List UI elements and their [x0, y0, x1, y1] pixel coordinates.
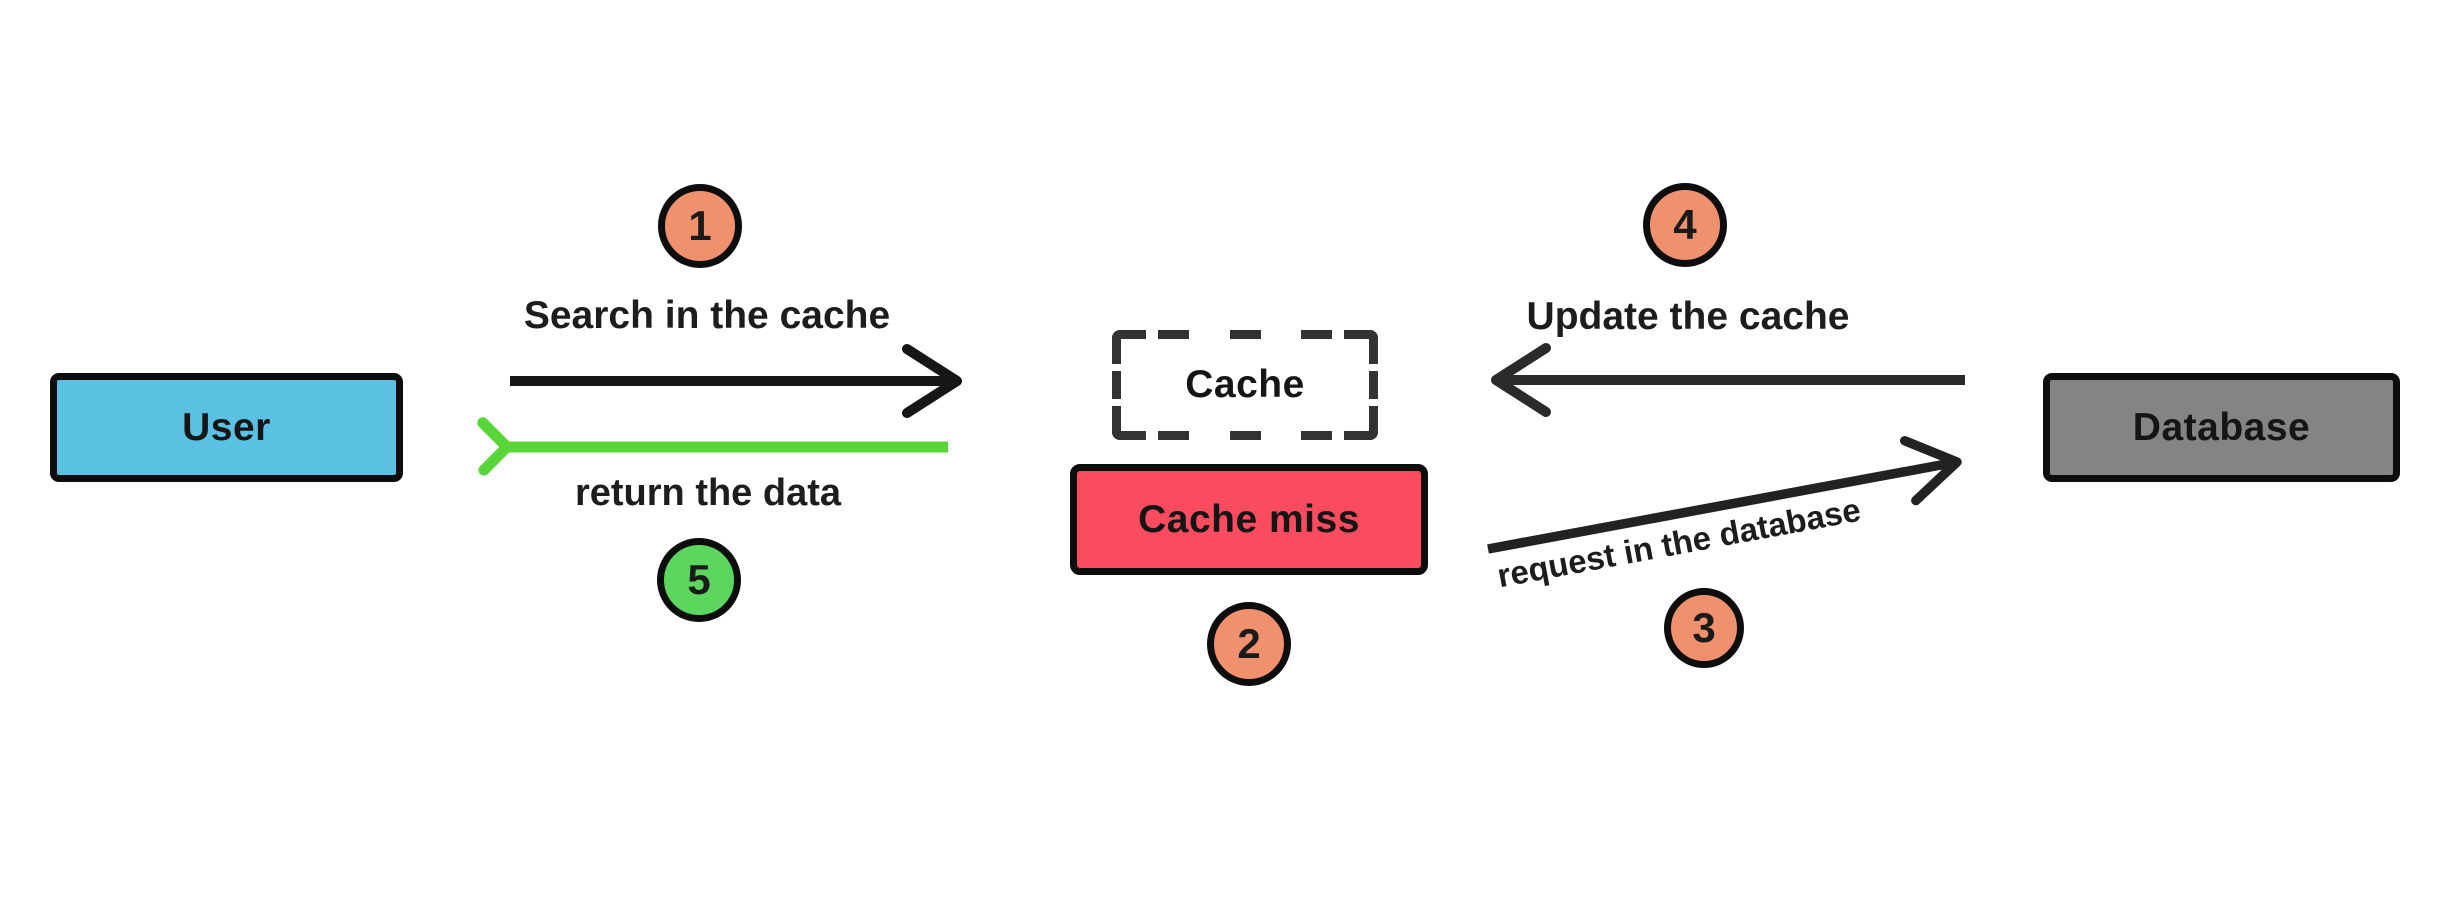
cache-dashed-edge	[1369, 371, 1378, 399]
arrow-return-the-data	[477, 417, 948, 476]
step-badge-5: 5	[657, 538, 741, 622]
label-update-the-cache: Update the cache	[1526, 295, 1850, 338]
cache-dashed-edge	[1158, 431, 1332, 440]
arrow-search-in-cache	[510, 344, 963, 418]
arrow-request-in-database	[1487, 436, 1962, 554]
step-badge-3: 3	[1664, 588, 1744, 668]
node-database: Database	[2043, 373, 2400, 482]
node-cache-miss-label: Cache miss	[1138, 497, 1360, 541]
step-badge-4: 4	[1643, 183, 1727, 267]
step-number-4: 4	[1673, 201, 1697, 248]
cache-dashed-corner	[1344, 406, 1378, 440]
node-database-label: Database	[2132, 405, 2311, 449]
step-badge-1: 1	[658, 184, 742, 268]
cache-dashed-corner	[1112, 406, 1146, 440]
step-number-1: 1	[688, 202, 712, 249]
node-cache-label: Cache	[1185, 363, 1305, 406]
arrow-update-the-cache	[1490, 343, 1965, 417]
step-number-2: 2	[1237, 620, 1261, 667]
step-number-5: 5	[687, 556, 711, 603]
node-cache-miss: Cache miss	[1070, 464, 1428, 575]
label-return-the-data: return the data	[574, 472, 842, 514]
node-user-label: User	[182, 405, 271, 449]
cache-dashed-corner	[1344, 330, 1378, 364]
step-badge-2: 2	[1207, 602, 1291, 686]
label-search-in-cache: Search in the cache	[523, 294, 891, 337]
cache-dashed-corner	[1112, 330, 1146, 364]
step-number-3: 3	[1692, 604, 1716, 651]
node-user: User	[50, 373, 403, 482]
cache-dashed-edge	[1158, 330, 1332, 339]
cache-dashed-edge	[1112, 371, 1121, 399]
node-cache: Cache	[1112, 330, 1378, 440]
